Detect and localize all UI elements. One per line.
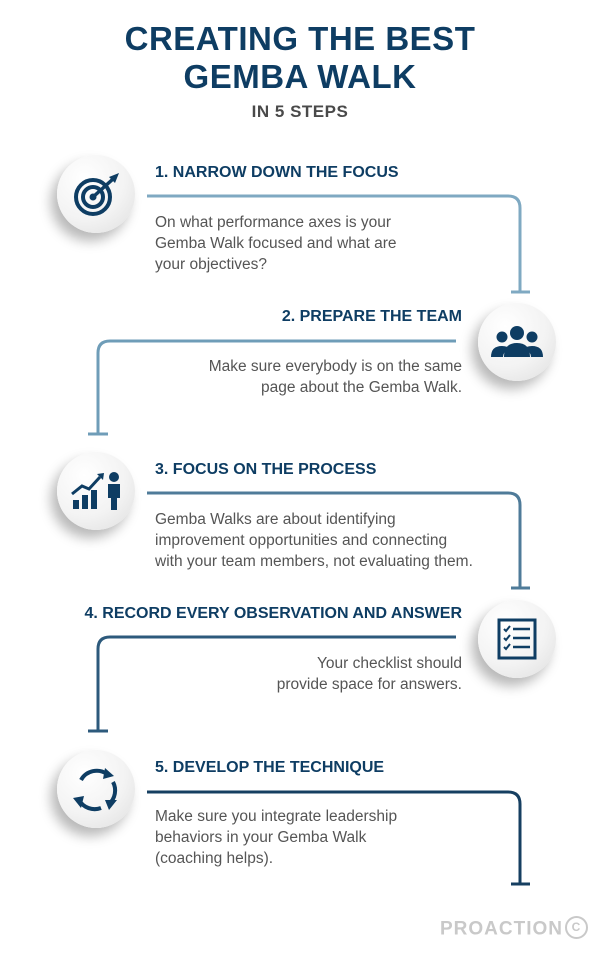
- text-line: Gemba Walk focused and what are: [155, 235, 397, 252]
- text-line: Gemba Walks are about identifying: [155, 511, 396, 528]
- logo-mark-icon: C: [565, 916, 588, 939]
- target-icon: [57, 155, 135, 233]
- text-line: behaviors in your Gemba Walk: [155, 829, 367, 846]
- text-line: Make sure you integrate leadership: [155, 808, 398, 825]
- page-title-line2: GEMBA WALK: [183, 58, 417, 95]
- connector-step-5: [147, 790, 522, 884]
- step-5-title: 5. DEVELOP THE TECHNIQUE: [155, 759, 385, 776]
- step-5-text: Make sure you integrate leadership behav…: [155, 806, 397, 869]
- text-line: your objectives?: [155, 256, 268, 273]
- step-2-title: 2. PREPARE THE TEAM: [281, 308, 462, 325]
- text-line: page about the Gemba Walk.: [260, 379, 462, 396]
- connector-step-1: [147, 194, 522, 292]
- connector-step-2: [96, 339, 456, 434]
- step-1-text: On what performance axes is your Gemba W…: [155, 212, 397, 275]
- step-3-title: 3. FOCUS ON THE PROCESS: [155, 461, 377, 478]
- logo-text: PROACTION: [440, 918, 563, 940]
- text-line: (coaching helps).: [155, 850, 274, 867]
- connector-step-4: [96, 635, 456, 731]
- step-3-text: Gemba Walks are about identifying improv…: [155, 509, 473, 572]
- checklist-icon: [478, 600, 556, 678]
- step-4-text: Your checklist should provide space for …: [277, 653, 462, 695]
- text-line: Your checklist should: [316, 655, 462, 672]
- text-line: On what performance axes is your: [155, 214, 392, 231]
- team-icon: [478, 303, 556, 381]
- growth-chart-icon: [57, 452, 135, 530]
- text-line: with your team members, not evaluating t…: [155, 553, 473, 570]
- step-2-text: Make sure everybody is on the same page …: [209, 356, 462, 398]
- cycle-arrows-icon: [57, 750, 135, 828]
- step-1-title: 1. NARROW DOWN THE FOCUS: [155, 164, 399, 181]
- connector-step-3: [147, 491, 522, 588]
- page-title-line1: CREATING THE BEST: [124, 20, 476, 57]
- text-line: Make sure everybody is on the same: [208, 358, 462, 375]
- step-4-title: 4. RECORD EVERY OBSERVATION AND ANSWER: [84, 605, 462, 622]
- page-subtitle: IN 5 STEPS: [251, 102, 349, 121]
- text-line: improvement opportunities and connecting: [155, 532, 448, 549]
- text-line: provide space for answers.: [276, 676, 462, 693]
